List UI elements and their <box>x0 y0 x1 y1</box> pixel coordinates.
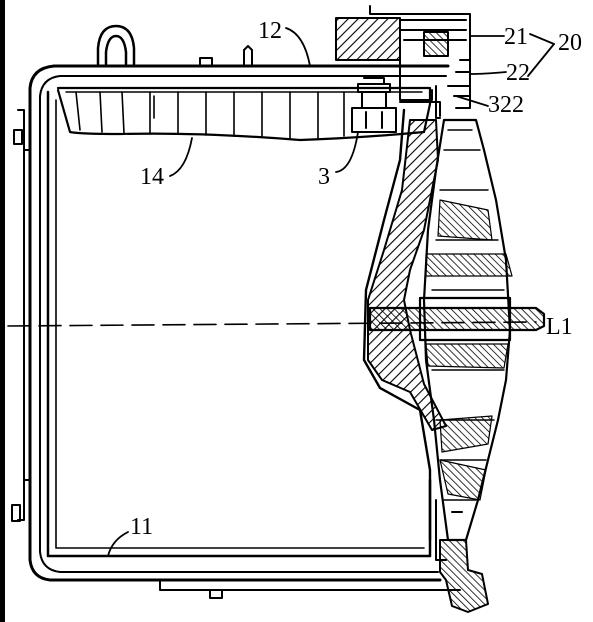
leader-11 <box>107 531 129 557</box>
scan-left-edge <box>0 0 5 622</box>
bracket-outline <box>362 108 432 542</box>
leader-3 <box>335 131 359 173</box>
label-12: 12 <box>258 18 282 44</box>
leader-lines <box>107 27 555 557</box>
leader-12 <box>285 27 311 67</box>
label-21: 21 <box>504 24 528 50</box>
top-handle <box>96 24 136 66</box>
cabinet-outer-shell <box>11 64 450 582</box>
leader-22 <box>469 71 507 75</box>
top-right-assembly <box>335 5 471 119</box>
label-22: 22 <box>506 60 530 86</box>
motor-housing <box>422 118 513 542</box>
label-322: 322 <box>488 92 524 118</box>
leader-20-b <box>527 43 555 77</box>
label-L1: L1 <box>546 314 573 340</box>
liner-ribs <box>75 91 345 139</box>
leader-14 <box>169 137 193 177</box>
bottom-drain-assembly <box>435 499 489 613</box>
axis-line-L1 <box>7 321 537 327</box>
label-3: 3 <box>318 164 330 190</box>
label-20: 20 <box>558 30 582 56</box>
drive-shaft <box>368 296 546 342</box>
part-3 <box>351 77 397 133</box>
leader-20-a <box>529 33 555 45</box>
top-fitting <box>199 45 253 67</box>
label-14: 14 <box>140 164 164 190</box>
leader-322 <box>455 95 489 107</box>
label-11: 11 <box>130 514 153 540</box>
